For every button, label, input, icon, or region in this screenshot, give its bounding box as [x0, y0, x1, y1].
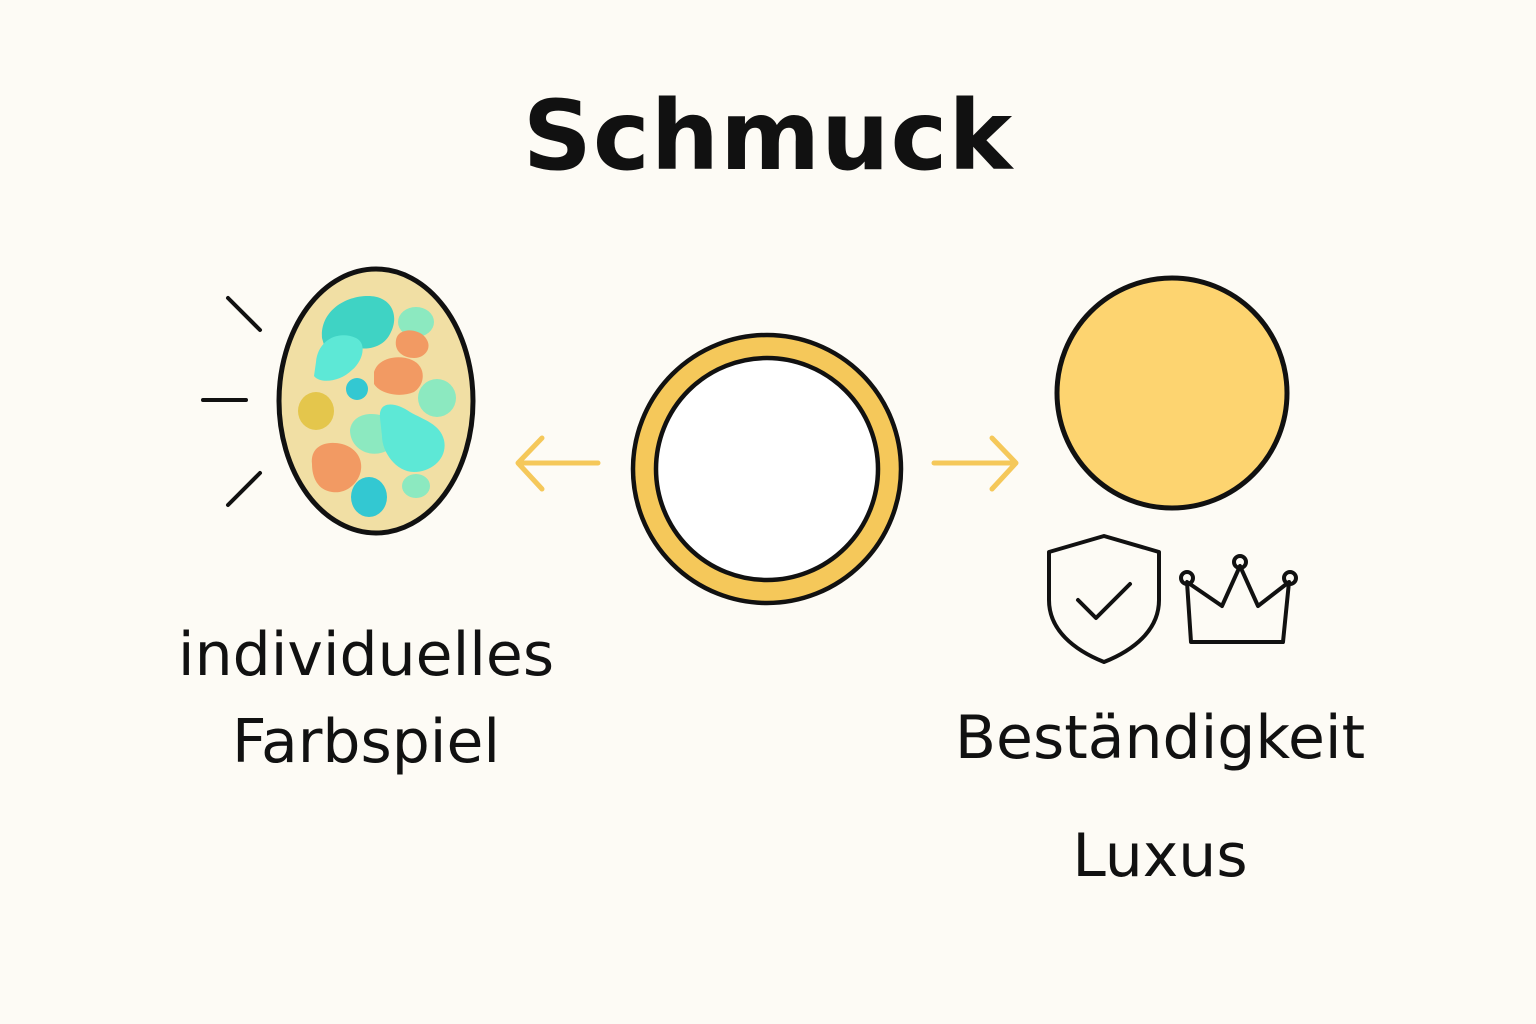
sparkle-rays — [201, 296, 262, 507]
left-caption-line1: individuelles — [177, 620, 555, 690]
page-title: Schmuck — [522, 80, 1014, 192]
shield-check-icon — [1047, 534, 1161, 664]
gold-ring-icon — [630, 332, 904, 606]
opal-stone-icon — [276, 266, 476, 536]
left-caption: individuelles Farbspiel — [146, 612, 586, 786]
crown-icon — [1179, 554, 1298, 644]
left-caption-line2: Farbspiel — [231, 707, 501, 777]
gold-coin-icon — [1054, 275, 1290, 511]
right-caption-line1: Beständigkeit — [954, 703, 1366, 773]
arrow-right-icon — [931, 435, 1019, 492]
right-caption-line2: Luxus — [1072, 821, 1248, 891]
arrow-left-icon — [515, 435, 601, 492]
